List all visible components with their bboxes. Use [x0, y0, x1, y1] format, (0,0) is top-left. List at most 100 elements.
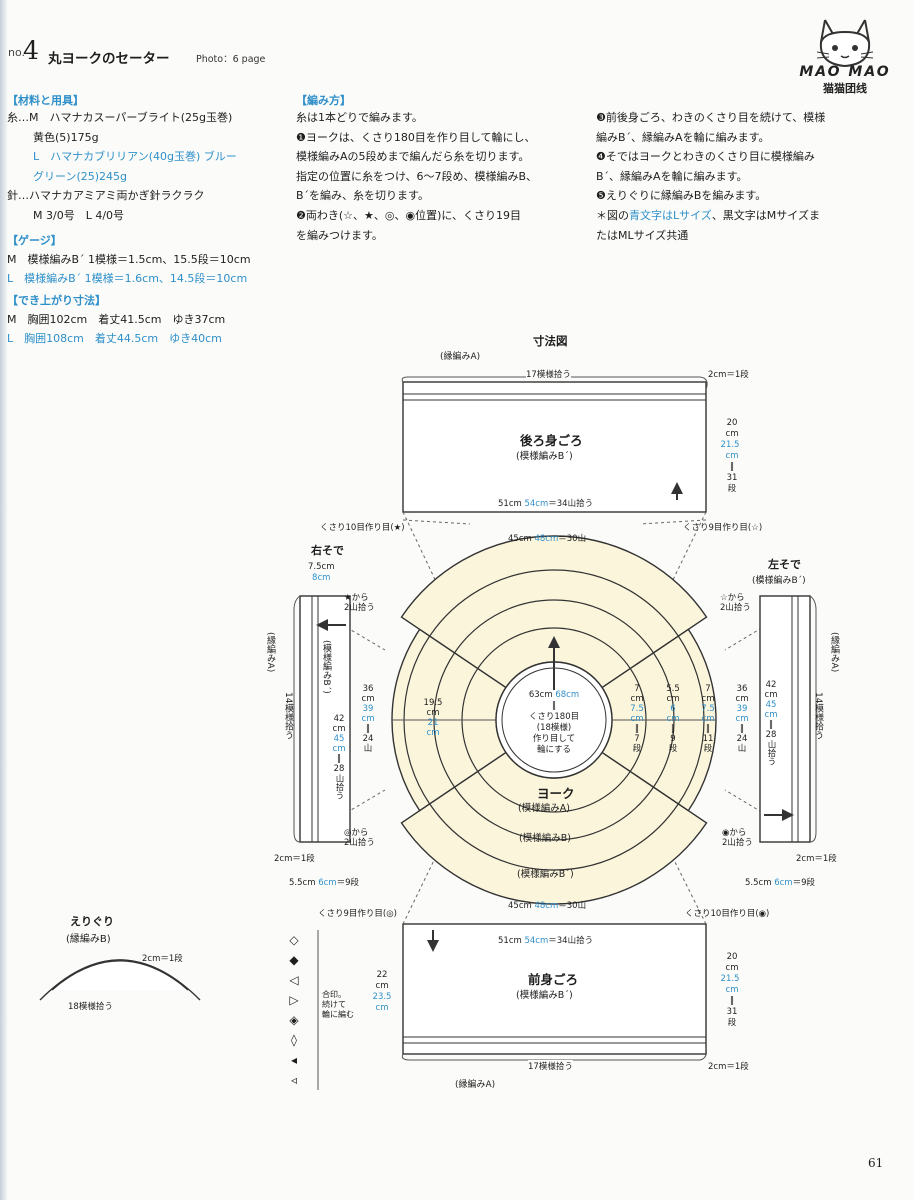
yoke-pattern-b2: (模様編みB´): [517, 869, 574, 880]
left-sleeve-bottom: 5.5cm 6cm＝9段: [745, 878, 815, 888]
instruction-line: 指定の位置に糸をつけ、6～7段め、模様編みB、: [296, 169, 537, 183]
howto-col2: ❸前後身ごろ、わきのくさり目を続けて、模様編みB´、縁編みAを輪に編みます。 ❹そ…: [596, 108, 825, 206]
section-prefix: no.: [8, 46, 26, 59]
finished-heading: 【でき上がり寸法】: [7, 294, 106, 307]
size-note-2: たはMLサイズ共通: [596, 229, 689, 242]
neck-pattern: (縁編みB): [66, 934, 111, 945]
back-pick-label: 17模様拾う: [526, 368, 571, 380]
chain-bottom-left: くさり9目作り目(◎): [318, 909, 397, 919]
yoke-row-arc: [477, 771, 631, 813]
join-mark-icon: ◈: [289, 1013, 299, 1027]
yoke-row-arc: [454, 599, 654, 654]
yoke-pattern-b: (模様編みB): [519, 833, 571, 844]
left-sleeve-pattern: (模様編みB´): [752, 576, 806, 586]
finished-m: M 胸囲102cm 着丈41.5cm ゆき37cm: [7, 313, 226, 326]
yoke-name: ヨーク: [537, 786, 575, 801]
join-mark-icon: ▷: [289, 993, 299, 1007]
instruction-line: 模様編みAの5段めまで編んだら糸を切ります。: [296, 150, 530, 164]
back-body-pattern: (模様編みB´): [516, 451, 573, 462]
front-body-pattern: (模様編みB´): [516, 990, 573, 1001]
yoke-center-label: 63cm 68cm‖くさり180目(18模様)作り目して輪にする: [528, 690, 580, 755]
join-mark-icon: ◆: [289, 953, 299, 967]
right-sleeve-bottom: 5.5cm 6cm＝9段: [289, 878, 359, 888]
join-mark-icon: ◊: [291, 1033, 297, 1047]
instruction-line: ❺えりぐりに縁編みBを編みます。: [596, 189, 767, 203]
instruction-line: 編みB´、縁編みAを輪に編みます。: [596, 130, 770, 144]
front-body-name: 前身ごろ: [528, 972, 579, 987]
gauge-m: M 模様編みB´ 1模様＝1.5cm、15.5段＝10cm: [7, 253, 251, 266]
join-label: 合印。続けて輪に編む: [322, 990, 354, 1019]
page-number: 61: [868, 1156, 884, 1170]
instruction-line: ❷両わき(☆、★、◎、◉位置)に、くさり19目: [296, 208, 522, 222]
materials-line: 黄色(5)175g: [33, 130, 99, 144]
howto-heading: 【編み方】: [296, 94, 351, 107]
cat-icon: [816, 19, 874, 68]
section-number: 4: [23, 36, 39, 65]
left-sleeve-pick: 14模様拾う: [813, 692, 823, 740]
left-sleeve-edge: (縁編みA): [829, 632, 839, 673]
back-body-name: 後ろ身ごろ: [520, 433, 583, 448]
chain-bottom-right: くさり10目作り目(◉): [685, 909, 770, 919]
join-mark-icon: ◁: [289, 973, 299, 987]
materials-line: M 3/0号 L 4/0号: [33, 208, 125, 222]
front-pick-label: 17模様拾う: [528, 1060, 573, 1072]
right-sleeve-pattern: (模様編みB´): [321, 640, 331, 694]
back-rib-label: 2cm＝1段: [708, 370, 749, 380]
size-note: ＊図の青文字はLサイズ、黒文字はMサイズま: [596, 209, 820, 222]
neck-title: えりぐり: [70, 915, 114, 928]
finished-l: L 胸囲108cm 着丈44.5cm ゆき40cm: [7, 332, 222, 345]
instruction-line: ❹そではヨークとわきのくさり目に模様編み: [596, 150, 815, 164]
front-width: 51cm 54cm＝34山拾う: [498, 936, 594, 946]
howto-col1: 糸は1本どりで編みます。 ❶ヨークは、くさり180目を作り目して輪にし、模様編みA…: [296, 108, 537, 245]
instruction-line: B´、縁編みAを輪に編みます。: [596, 169, 748, 183]
back-body-panel: [402, 381, 707, 513]
yoke-row-arc: [429, 803, 679, 871]
gauge-heading: 【ゲージ】: [7, 234, 62, 247]
photo-reference: Photo：6 page: [196, 54, 266, 65]
logo-wordmark: MAO MAO: [799, 64, 891, 80]
neck-rib: 2cm＝1段: [142, 954, 183, 964]
gauge-l: L 模様編みB´ 1模様＝1.6cm、14.5段＝10cm: [7, 272, 248, 285]
right-sleeve-name: 右そで: [311, 544, 344, 557]
join-marks: ◇ ◆ ◁ ▷ ◈ ◊ ◂ ◃: [283, 930, 305, 1090]
instruction-line: ❸前後身ごろ、わきのくさり目を続けて、模様: [596, 111, 826, 124]
materials-line: 針…ハマナカアミアミ両かぎ針ラクラク: [7, 189, 205, 203]
instruction-line: ❶ヨークは、くさり180目を作り目して輪にし、: [296, 130, 536, 144]
right-sleeve-pick: 14模様拾う: [283, 692, 293, 740]
right-sleeve-rib: 2cm＝1段: [274, 854, 315, 864]
instruction-line: B´を編み、糸を切ります。: [296, 189, 429, 203]
join-mark-icon: ◇: [289, 933, 299, 947]
front-rib-label: 2cm＝1段: [708, 1062, 749, 1072]
materials-line: グリーン(25)245g: [33, 169, 128, 183]
instruction-line: 糸は1本どりで編みます。: [296, 111, 423, 124]
back-width: 51cm 54cm＝34山拾う: [498, 499, 594, 509]
materials-line: 糸…M ハマナカスーパーブライト(25g玉巻): [7, 111, 233, 124]
front-edge-label: (縁編みA): [455, 1080, 496, 1090]
right-sleeve-panel: [299, 595, 351, 843]
logo-chinese: 猫猫团线: [823, 82, 867, 95]
materials-line: L ハマナカブリリアン(40g玉巻) ブルー: [33, 150, 237, 164]
chain-top-right: くさり9目作り目(☆): [683, 523, 763, 533]
yoke-pattern-a: (模様編みA): [518, 803, 570, 814]
chain-top-left: くさり10目作り目(★): [320, 523, 405, 533]
materials-list: 糸…M ハマナカスーパーブライト(25g玉巻) 黄色(5)175g L ハマナカブリ…: [7, 108, 237, 226]
join-mark-icon: ◃: [290, 1073, 298, 1087]
diagram-title: 寸法図: [533, 334, 568, 348]
instruction-line: を編みつけます。: [296, 228, 383, 242]
join-mark-icon: ◂: [290, 1053, 298, 1067]
front-body-panel: [402, 923, 707, 1055]
